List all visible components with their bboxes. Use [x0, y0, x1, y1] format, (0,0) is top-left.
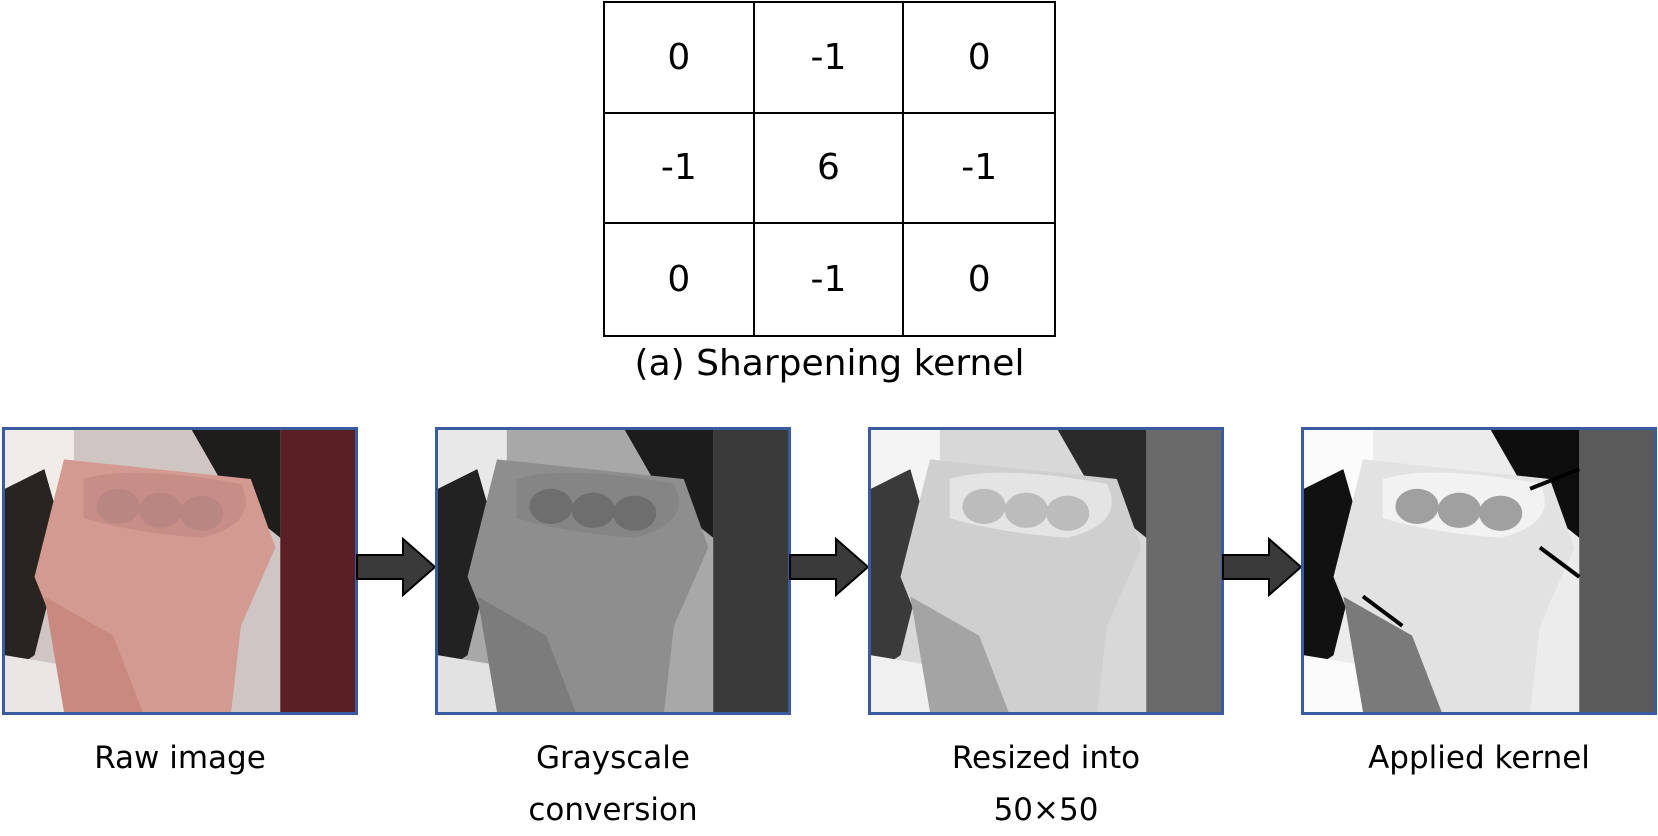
grayscale-label: Grayscale conversion: [435, 732, 791, 836]
applied-kernel-panel: [1301, 427, 1657, 715]
raw-image-label: Raw image: [2, 732, 358, 784]
kernel-cell-0-2: 0: [904, 3, 1054, 114]
kernel-cell-2-0: 0: [605, 224, 755, 335]
resized-panel: [868, 427, 1224, 715]
raw-image-panel: [2, 427, 358, 715]
resized-label: Resized into 50×50: [868, 732, 1224, 836]
arrow-right-icon: [789, 536, 870, 598]
grayscale-label-line1: Grayscale: [536, 740, 690, 776]
sharpening-kernel-grid: 0 -1 0 -1 6 -1 0 -1 0: [603, 1, 1056, 337]
kernel-cell-0-1: -1: [754, 3, 905, 114]
sharpened-fist-image: [1304, 430, 1654, 712]
kernel-cell-1-2: -1: [904, 114, 1054, 225]
kernel-cell-0-0: 0: [605, 3, 755, 114]
arrow-right-icon: [1222, 536, 1303, 598]
kernel-cell-1-1: 6: [754, 113, 905, 225]
raw-image-label-line1: Raw image: [94, 740, 266, 776]
resized-label-line2: 50×50: [993, 792, 1099, 828]
resized-fist-image: [871, 430, 1221, 712]
grayscale-fist-image: [438, 430, 788, 712]
applied-kernel-label-line1: Applied kernel: [1368, 740, 1590, 776]
grayscale-label-line2: conversion: [528, 792, 698, 828]
kernel-cell-2-2: 0: [967, 259, 991, 301]
kernel-cell-1-0: -1: [605, 113, 755, 225]
arrow-right-icon: [356, 536, 437, 598]
raw-fist-image: [5, 430, 355, 712]
resized-label-line1: Resized into: [951, 740, 1141, 776]
grayscale-panel: [435, 427, 791, 715]
applied-kernel-label: Applied kernel: [1301, 732, 1657, 784]
kernel-cell-2-1: -1: [755, 224, 905, 335]
kernel-caption: (a) Sharpening kernel: [634, 343, 1025, 384]
